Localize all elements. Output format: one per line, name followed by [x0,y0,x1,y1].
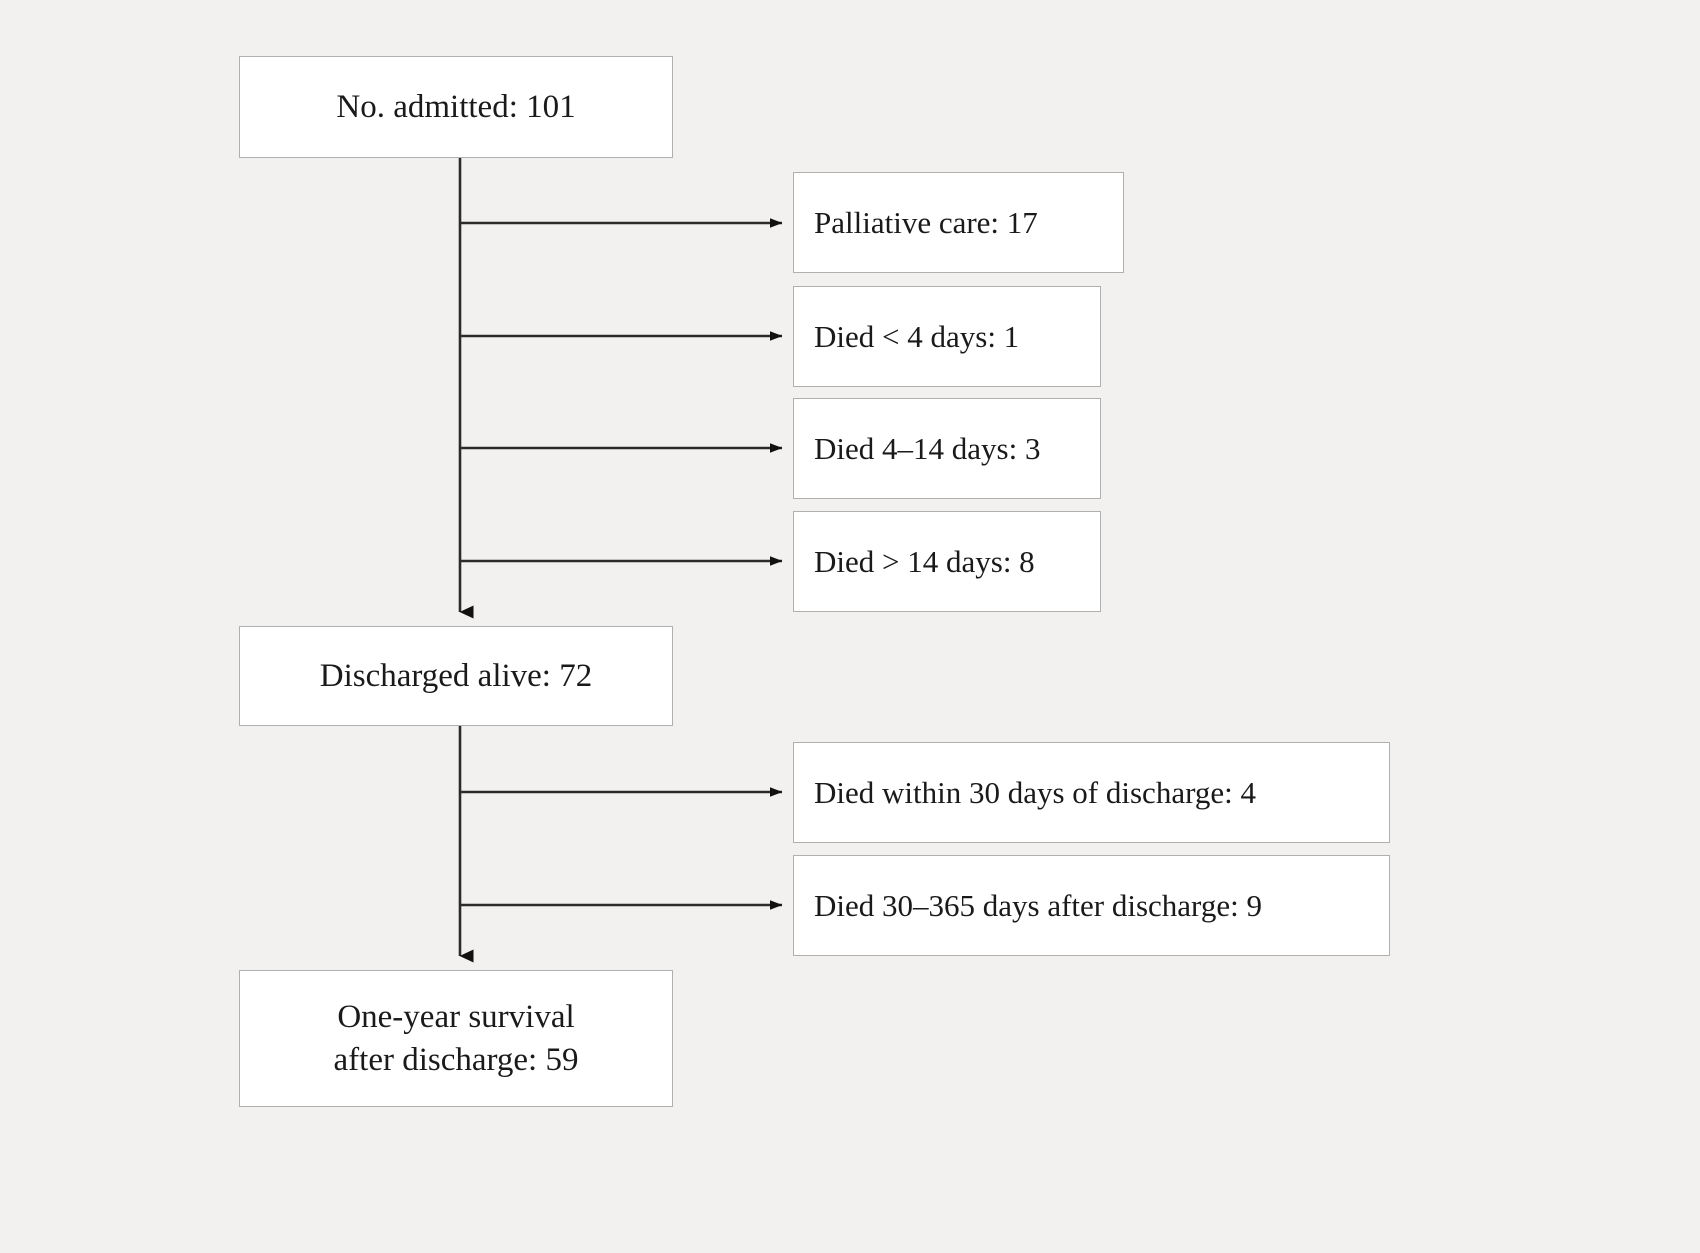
node-discharged-alive: Discharged alive: 72 [239,626,673,726]
node-died-4-to-14-days: Died 4–14 days: 3 [793,398,1101,499]
node-died-within-30-days-of-discharge: Died within 30 days of discharge: 4 [793,742,1390,843]
node-died-30-to-365-days-after-discharge: Died 30–365 days after discharge: 9 [793,855,1390,956]
node-discharged-alive-label: Discharged alive: 72 [319,657,593,694]
node-palliative-care-label: Palliative care: 17 [814,204,1038,240]
node-died-within-30-days-of-discharge-label: Died within 30 days of discharge: 4 [814,774,1256,810]
node-died-under-4-days-label: Died < 4 days: 1 [814,318,1020,354]
node-admitted: No. admitted: 101 [239,56,673,158]
node-one-year-survival: One-year survival after discharge: 59 [239,970,673,1107]
node-one-year-survival-label: One-year survival after discharge: 59 [333,999,579,1078]
node-died-30-to-365-days-after-discharge-label: Died 30–365 days after discharge: 9 [814,887,1262,923]
node-died-over-14-days: Died > 14 days: 8 [793,511,1101,612]
node-died-over-14-days-label: Died > 14 days: 8 [814,543,1035,579]
node-palliative-care: Palliative care: 17 [793,172,1124,273]
node-died-under-4-days: Died < 4 days: 1 [793,286,1101,387]
node-died-4-to-14-days-label: Died 4–14 days: 3 [814,430,1041,466]
node-admitted-label: No. admitted: 101 [336,88,576,125]
